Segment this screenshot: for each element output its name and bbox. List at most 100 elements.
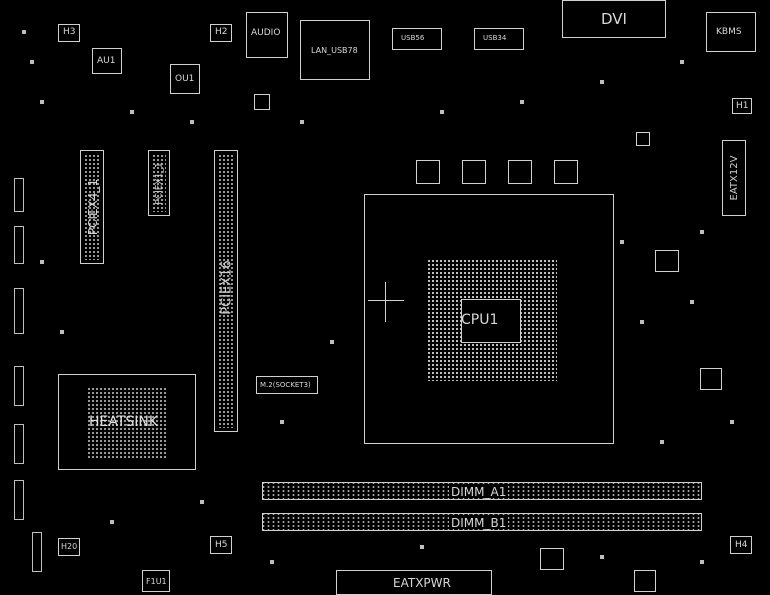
- label-h4: H4: [735, 540, 748, 550]
- dimm-a1-slot[interactable]: DIMM_A1: [262, 482, 702, 500]
- smd-pad: [600, 555, 604, 559]
- lan-usb-connector[interactable]: LAN_USB78: [300, 20, 370, 80]
- right-ic-1: [700, 368, 722, 390]
- cpu-crosshair-h: [368, 300, 404, 301]
- m2-socket[interactable]: M.2(SOCKET3): [256, 376, 318, 394]
- left-header-7: [32, 532, 42, 572]
- mounting-hole-h2[interactable]: H2: [210, 24, 232, 42]
- smd-pad: [270, 560, 274, 564]
- label-cpu: CPU1: [461, 312, 499, 328]
- vrm-choke-3: [508, 160, 532, 184]
- label-h1: H1: [736, 101, 749, 111]
- label-ou1: OU1: [175, 74, 195, 84]
- mounting-hole-h3[interactable]: H3: [58, 24, 80, 42]
- label-pciex1: PCIEX1_1: [154, 162, 165, 205]
- eatx12v-connector[interactable]: EATX12V: [722, 140, 746, 216]
- vrm-choke-5: [655, 250, 679, 272]
- smd-pad: [130, 110, 134, 114]
- cpu-socket[interactable]: CPU1: [364, 194, 614, 444]
- smd-pad: [420, 545, 424, 549]
- label-au1: AU1: [97, 56, 116, 66]
- smd-pad: [690, 300, 694, 304]
- label-h5: H5: [215, 540, 228, 550]
- smd-pad: [520, 100, 524, 104]
- label-eatxpwr: EATXPWR: [393, 576, 451, 590]
- label-h3: H3: [63, 27, 76, 37]
- label-pciex16: PCIEX16: [219, 260, 235, 315]
- smd-pad: [600, 80, 604, 84]
- usb-connector-a[interactable]: USB56: [392, 28, 442, 50]
- label-dimm-b1: DIMM_B1: [449, 516, 509, 530]
- pciex1-slot[interactable]: PCIEX1_1: [148, 150, 170, 216]
- label-h20: H20: [61, 542, 78, 551]
- smd-pad: [700, 560, 704, 564]
- left-header-6: [14, 480, 24, 520]
- label-m2: M.2(SOCKET3): [260, 381, 311, 389]
- cpu-center-keepout: [461, 299, 521, 343]
- label-f1u1: F1U1: [146, 577, 167, 586]
- smd-pad: [680, 60, 684, 64]
- left-header-3: [14, 288, 24, 334]
- label-heatsink: HEATSINK: [89, 414, 159, 430]
- left-header-1: [14, 178, 24, 212]
- bottom-chip-2: [634, 570, 656, 592]
- fuse-f1u1[interactable]: F1U1: [142, 570, 170, 592]
- vrm-choke-2: [462, 160, 486, 184]
- chip-au1[interactable]: AU1: [92, 48, 122, 74]
- pciex1-pins: [152, 154, 166, 212]
- smd-pad: [30, 60, 34, 64]
- smd-pad: [200, 500, 204, 504]
- label-usb-a: USB56: [401, 34, 425, 42]
- smd-pad: [620, 240, 624, 244]
- left-header-2: [14, 226, 24, 264]
- bottom-chip-1: [540, 548, 564, 570]
- smd-pad: [190, 120, 194, 124]
- mounting-hole-h20[interactable]: H20: [58, 538, 80, 556]
- cpu-crosshair-v: [385, 282, 386, 322]
- smd-pad: [440, 110, 444, 114]
- chip-ou1[interactable]: OU1: [170, 64, 200, 94]
- smd-pad: [330, 340, 334, 344]
- mounting-hole-h1[interactable]: H1: [732, 98, 752, 114]
- smd-pad: [40, 100, 44, 104]
- eatxpwr-connector[interactable]: EATXPWR: [336, 570, 492, 595]
- label-audio: AUDIO: [251, 28, 281, 38]
- label-lan-usb: LAN_USB78: [311, 46, 358, 55]
- mounting-hole-h5[interactable]: H5: [210, 536, 232, 554]
- pciex4-slot[interactable]: PCIEX4_1: [80, 150, 104, 264]
- audio-connector[interactable]: AUDIO: [246, 12, 288, 58]
- usb-connector-b[interactable]: USB34: [474, 28, 524, 50]
- chipset-heatsink[interactable]: HEATSINK: [58, 374, 196, 470]
- smd-pad: [110, 520, 114, 524]
- chipset-ball-grid: [87, 387, 167, 459]
- kbms-connector[interactable]: KBMS: [706, 12, 756, 52]
- mounting-hole-h4[interactable]: H4: [730, 536, 752, 554]
- smd-pad: [22, 30, 26, 34]
- small-ic-near-audio: [254, 94, 270, 110]
- label-usb-b: USB34: [483, 34, 507, 42]
- smd-pad: [300, 120, 304, 124]
- pciex4-pins: [84, 154, 100, 260]
- pciex16-pins: [218, 154, 234, 428]
- smd-pad: [40, 260, 44, 264]
- smd-pad: [60, 330, 64, 334]
- smd-pad: [280, 420, 284, 424]
- smd-pad: [730, 420, 734, 424]
- left-header-4: [14, 366, 24, 406]
- smd-pad: [700, 230, 704, 234]
- left-header-5: [14, 424, 24, 464]
- dvi-connector[interactable]: DVI: [562, 0, 666, 38]
- label-kbms: KBMS: [716, 27, 742, 37]
- vrm-choke-1: [416, 160, 440, 184]
- label-dvi: DVI: [601, 10, 627, 28]
- pciex16-slot[interactable]: PCIEX16: [214, 150, 238, 432]
- label-pciex4: PCIEX4_1: [86, 178, 100, 236]
- dimm-b1-slot[interactable]: DIMM_B1: [262, 513, 702, 531]
- label-dimm-a1: DIMM_A1: [449, 485, 509, 499]
- label-eatx12v: EATX12V: [729, 155, 740, 201]
- smd-pad: [640, 320, 644, 324]
- smd-pad: [660, 440, 664, 444]
- vrm-choke-4: [554, 160, 578, 184]
- top-right-ic: [636, 132, 650, 146]
